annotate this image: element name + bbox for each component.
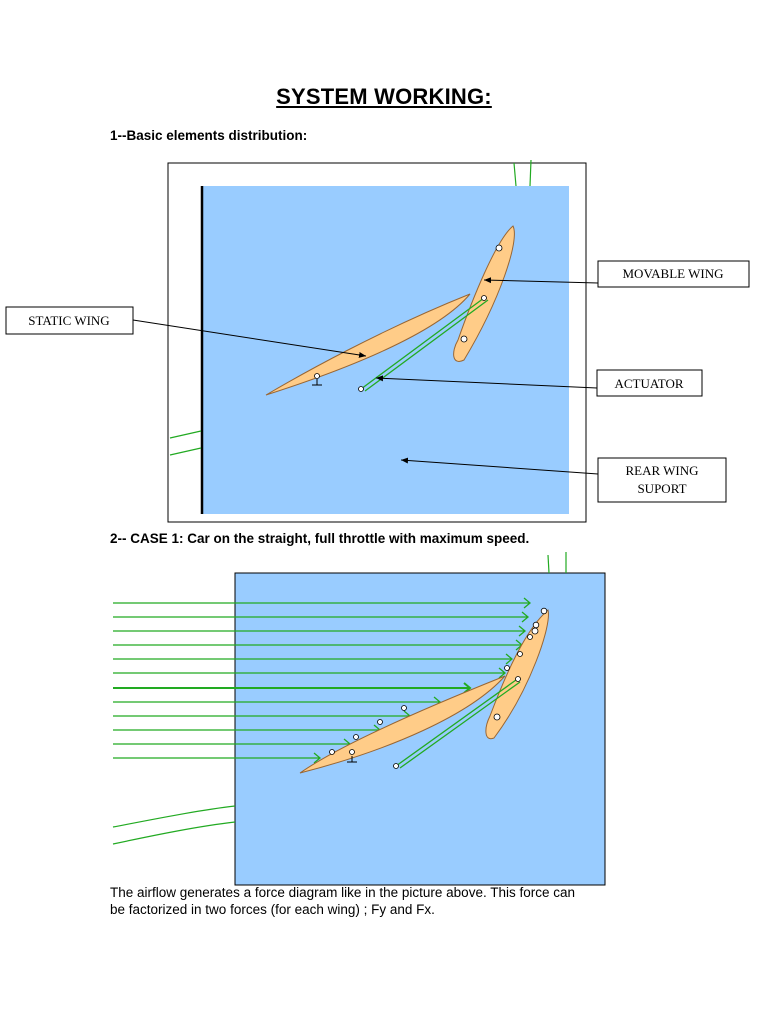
page-title: SYSTEM WORKING: [276,84,492,109]
explanation-paragraph: The airflow generates a force diagram li… [110,884,670,918]
paragraph-line-2: be factorized in two forces (for each wi… [110,902,435,917]
figure-case1-airflow [112,552,606,886]
label-box-static-wing [5,306,134,335]
paragraph-line-1: The airflow generates a force diagram li… [110,885,575,900]
figure-basic-elements: MOVABLE WING STATIC WING ACTUATOR REAR W… [5,159,750,523]
label-box-actuator [596,369,703,397]
arrow-movable-wing [483,277,599,284]
label-box-rear-wing-support [597,457,727,503]
label-rear-wing-line1: REAR WING [625,463,698,478]
movable-wing-case1 [485,609,549,740]
static-wing-case1 [299,675,506,774]
label-movable-wing: MOVABLE WING [623,266,724,281]
section-heading-case1: 2-- CASE 1: Car on the straight, full th… [110,531,530,546]
actuator-rod [360,297,485,390]
pivot-icon-case1 [347,756,357,763]
label-static-wing: STATIC WING [28,313,109,328]
section-heading-basic-elements: 1--Basic elements distribution: [110,128,308,143]
label-actuator: ACTUATOR [614,376,683,391]
label-rear-wing-line2: SUPORT [637,481,686,496]
arrow-actuator [375,375,598,389]
movable-wing [453,225,515,362]
pivot-icon [312,379,322,386]
arrow-rear-wing-support [400,457,599,475]
static-wing [265,293,471,396]
arrow-static-wing [132,319,367,358]
label-box-movable-wing [597,260,750,288]
